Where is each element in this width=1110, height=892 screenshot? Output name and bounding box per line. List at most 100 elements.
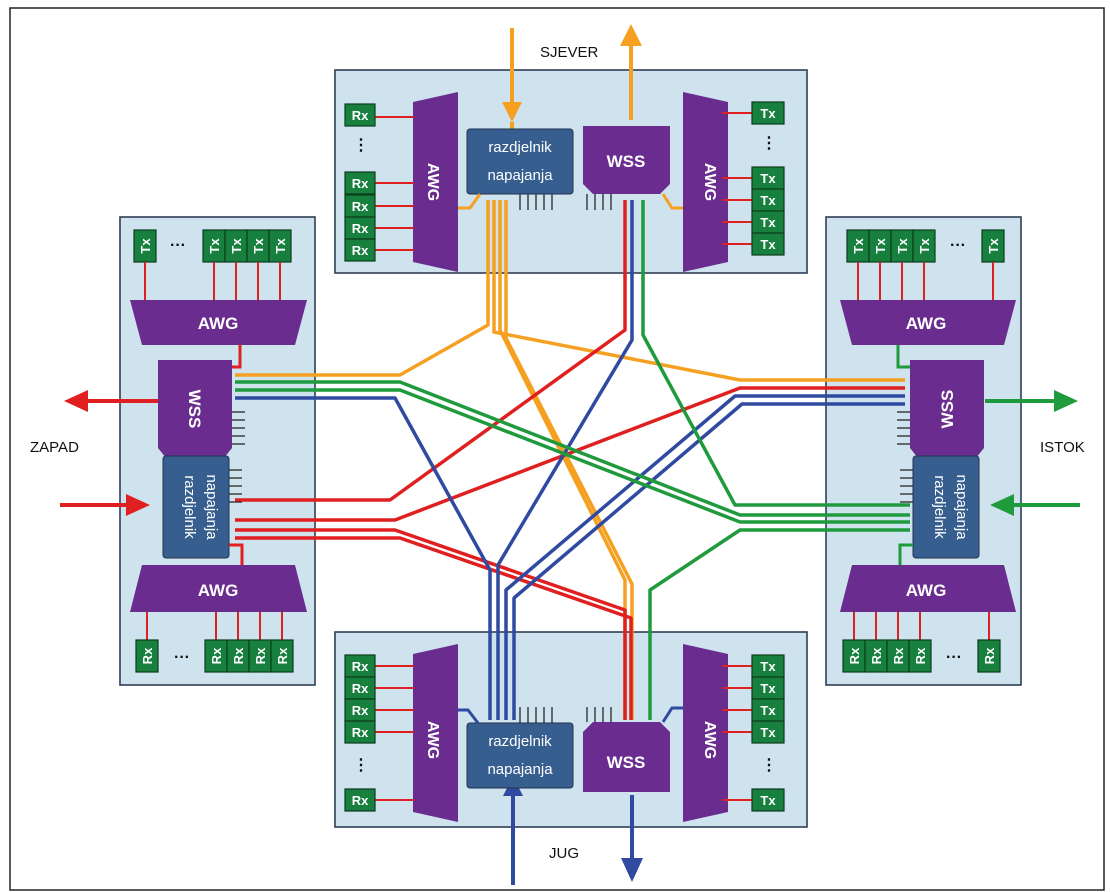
west-label: ZAPAD xyxy=(30,439,79,456)
svg-text:napajanja: napajanja xyxy=(487,167,553,184)
svg-text:Rx: Rx xyxy=(913,647,928,664)
west-node-internals: Tx ··· Tx Tx Tx Tx AWG WSS razdjelnik na… xyxy=(130,229,307,673)
svg-text:Rx: Rx xyxy=(352,108,369,123)
fiber-east-west-a xyxy=(235,380,910,517)
east-awg-tx xyxy=(840,300,1016,345)
svg-text:Rx: Rx xyxy=(140,647,155,664)
fiber-east-west-b xyxy=(235,388,910,524)
north-input-arrow xyxy=(502,102,522,122)
svg-text:Rx: Rx xyxy=(869,647,884,664)
svg-text:Rx: Rx xyxy=(352,176,369,191)
svg-text:···: ··· xyxy=(170,237,186,254)
svg-text:Tx: Tx xyxy=(229,238,244,254)
svg-text:Tx: Tx xyxy=(760,171,776,186)
svg-text:Rx: Rx xyxy=(352,221,369,236)
svg-text:napajanja: napajanja xyxy=(953,474,970,540)
svg-text:Rx: Rx xyxy=(352,243,369,258)
svg-text:⋮: ⋮ xyxy=(353,137,369,154)
east-awg-rx xyxy=(840,565,1016,612)
east-wss xyxy=(910,360,984,458)
svg-text:···: ··· xyxy=(946,649,962,666)
svg-text:razdjelnik: razdjelnik xyxy=(488,139,552,156)
svg-text:Rx: Rx xyxy=(275,647,290,664)
fiber-south-east-b xyxy=(512,402,905,720)
svg-text:WSS: WSS xyxy=(607,152,646,171)
svg-text:Rx: Rx xyxy=(231,647,246,664)
svg-text:Tx: Tx xyxy=(851,238,866,254)
west-input-arrow xyxy=(126,494,150,516)
svg-text:Rx: Rx xyxy=(847,647,862,664)
svg-text:WSS: WSS xyxy=(938,390,957,429)
west-output-arrow xyxy=(64,390,88,412)
svg-text:napajanja: napajanja xyxy=(203,474,220,540)
svg-text:AWG: AWG xyxy=(906,581,947,600)
fiber-south-west xyxy=(235,396,492,720)
svg-text:Tx: Tx xyxy=(760,793,776,808)
fiber-south-east-a xyxy=(504,394,905,720)
svg-text:Tx: Tx xyxy=(760,215,776,230)
svg-text:⋮: ⋮ xyxy=(761,135,777,152)
east-label: ISTOK xyxy=(1040,439,1085,456)
south-awg-tx xyxy=(683,644,728,822)
svg-text:razdjelnik: razdjelnik xyxy=(931,475,948,539)
svg-text:Rx: Rx xyxy=(352,681,369,696)
svg-text:⋮: ⋮ xyxy=(761,757,777,774)
south-node-internals: AWG AWG razdjelnik napajanja WSS Rx Rx R… xyxy=(344,644,785,822)
svg-text:Tx: Tx xyxy=(760,659,776,674)
svg-text:Rx: Rx xyxy=(982,647,997,664)
svg-text:···: ··· xyxy=(950,237,966,254)
svg-text:Rx: Rx xyxy=(253,647,268,664)
svg-text:···: ··· xyxy=(174,649,190,666)
east-output-arrow xyxy=(1054,390,1078,412)
svg-text:Rx: Rx xyxy=(352,793,369,808)
svg-text:Rx: Rx xyxy=(352,659,369,674)
svg-text:Tx: Tx xyxy=(895,238,910,254)
svg-text:AWG: AWG xyxy=(701,721,718,759)
svg-text:Tx: Tx xyxy=(760,106,776,121)
svg-text:Rx: Rx xyxy=(209,647,224,664)
fiber-north-east xyxy=(492,200,905,382)
svg-text:AWG: AWG xyxy=(701,163,718,201)
west-awg-tx xyxy=(130,300,307,345)
west-awg-rx xyxy=(130,565,307,612)
south-wss xyxy=(583,722,670,792)
svg-text:Tx: Tx xyxy=(207,238,222,254)
interconnect-fibers xyxy=(235,200,910,720)
svg-text:Rx: Rx xyxy=(891,647,906,664)
north-output-arrow xyxy=(620,24,642,46)
north-awg-tx xyxy=(683,92,728,272)
fiber-east-south xyxy=(648,528,910,720)
svg-text:Tx: Tx xyxy=(138,238,153,254)
svg-text:AWG: AWG xyxy=(906,314,947,333)
figure-frame xyxy=(9,7,1105,891)
svg-text:Tx: Tx xyxy=(760,193,776,208)
svg-text:WSS: WSS xyxy=(607,753,646,772)
svg-text:razdjelnik: razdjelnik xyxy=(488,733,552,750)
svg-text:Tx: Tx xyxy=(986,238,1001,254)
svg-text:Tx: Tx xyxy=(760,681,776,696)
svg-text:napajanja: napajanja xyxy=(487,761,553,778)
fiber-west-north xyxy=(235,200,627,502)
svg-text:AWG: AWG xyxy=(424,163,441,201)
svg-text:Tx: Tx xyxy=(760,703,776,718)
north-wss xyxy=(583,126,670,194)
svg-text:AWG: AWG xyxy=(198,581,239,600)
svg-text:Tx: Tx xyxy=(917,238,932,254)
svg-text:Tx: Tx xyxy=(760,237,776,252)
svg-text:Tx: Tx xyxy=(251,238,266,254)
fiber-east-north xyxy=(641,200,910,507)
fiber-west-south-b xyxy=(235,536,633,720)
svg-text:Rx: Rx xyxy=(352,725,369,740)
south-awg-rx xyxy=(413,644,458,822)
svg-text:AWG: AWG xyxy=(198,314,239,333)
svg-text:Tx: Tx xyxy=(760,725,776,740)
svg-text:WSS: WSS xyxy=(185,390,204,429)
svg-text:razdjelnik: razdjelnik xyxy=(181,475,198,539)
svg-text:Tx: Tx xyxy=(873,238,888,254)
svg-text:Rx: Rx xyxy=(352,199,369,214)
svg-text:AWG: AWG xyxy=(424,721,441,759)
east-node-internals: Tx Tx Tx Tx ··· Tx AWG WSS razdjelnik na… xyxy=(840,229,1016,673)
svg-text:Tx: Tx xyxy=(273,238,288,254)
east-splitter xyxy=(912,455,980,559)
